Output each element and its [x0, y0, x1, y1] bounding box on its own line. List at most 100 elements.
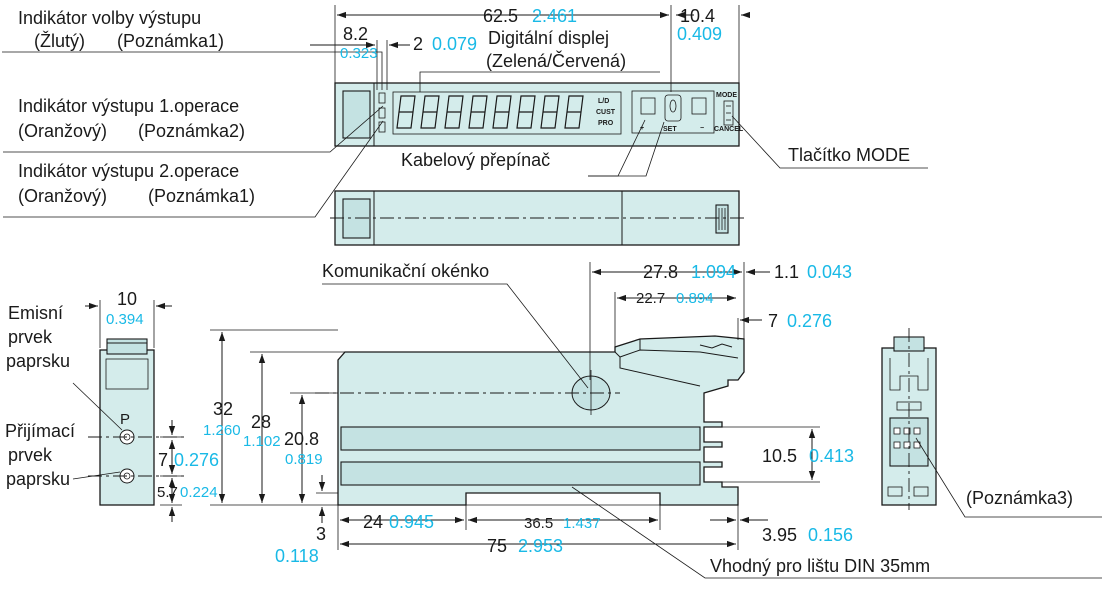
side-groove-lower [340, 461, 701, 486]
dim-32-mm: 32 [213, 399, 233, 419]
cable-switch-knob[interactable] [664, 94, 682, 122]
dim-3-inch: 0.118 [275, 546, 319, 566]
label-receiver-3: paprsku [6, 469, 70, 489]
panel-cust-text: CUST [596, 109, 616, 116]
dim-28-mm: 28 [251, 412, 271, 432]
label-output-select-indicator: Indikátor volby výstupu [18, 8, 201, 28]
dim-75-inch: 2.953 [518, 536, 563, 556]
dimension-values: 62.5 2.461 10.4 0.409 8.2 0.323 2 0.079 … [106, 6, 854, 566]
dim-27_8-inch: 1.094 [691, 262, 736, 282]
callout-labels: Indikátor volby výstupu (Žlutý) (Poznámk… [5, 8, 1073, 576]
display-digit [420, 95, 440, 129]
panel-plus-text: + [640, 125, 644, 132]
dim-10_5-mm: 10.5 [762, 446, 797, 466]
panel-minus-text: − [700, 125, 704, 132]
dim-22_7-mm: 22.7 [636, 290, 665, 307]
dim-10-mm: 10 [117, 289, 137, 309]
side-view [315, 335, 745, 506]
control-panel [631, 90, 715, 134]
output-select-led [378, 92, 386, 104]
label-receiver-1: Přijímací [5, 421, 75, 441]
label-note3: (Poznámka3) [966, 488, 1073, 508]
label-emitter-3: paprsku [6, 351, 70, 371]
dim-5_7-inch: 0.224 [180, 484, 218, 501]
dim-62_5-mm: 62.5 [483, 6, 518, 26]
left-end-view: P [88, 338, 185, 506]
label-cable-switch: Kabelový přepínač [401, 150, 550, 170]
dim-22_7-inch: 0.894 [676, 290, 714, 307]
dimension-lines [85, 11, 816, 548]
dim-7-inch: 0.276 [174, 450, 219, 470]
panel-mode-text: MODE [716, 92, 737, 99]
front-view: L/D CUST PRO + SET − MODE CANCEL [334, 82, 744, 147]
front-view-body [334, 82, 740, 147]
label-note1-b: (Poznámka1) [148, 186, 255, 206]
label-note2: (Poznámka2) [138, 121, 245, 141]
dim-7a-inch: 0.276 [787, 311, 832, 331]
mode-button[interactable] [723, 100, 734, 126]
dim-28-inch: 1.102 [243, 433, 281, 450]
display-digit [516, 95, 536, 129]
dim-36_5-inch: 1.437 [563, 515, 601, 532]
label-output-select-color: (Žlutý) [34, 31, 85, 51]
dim-7-mm: 7 [158, 450, 168, 470]
dim-7a-mm: 7 [768, 311, 778, 331]
dim-20_8-mm: 20.8 [284, 429, 319, 449]
panel-cancel-text: CANCEL [714, 126, 744, 133]
label-comm-window: Komunikační okénko [322, 261, 489, 281]
rear-left-tab [342, 198, 371, 239]
cable-switch-slot [669, 99, 677, 113]
dim-32-inch: 1.260 [203, 422, 241, 439]
label-output2-indicator: Indikátor výstupu 2.operace [18, 161, 239, 181]
left-end-top-cap [106, 338, 148, 355]
dim-2-mm: 2 [413, 34, 423, 54]
minus-key[interactable] [640, 97, 656, 115]
digital-display-window [392, 91, 622, 135]
emitter-mark: P [120, 411, 130, 428]
dim-10-inch: 0.394 [106, 311, 144, 328]
plus-key[interactable] [691, 97, 707, 115]
label-digital-display: Digitální displej [488, 28, 609, 48]
panel-pro-text: PRO [598, 120, 614, 127]
rear-view [330, 190, 748, 246]
dim-10_4-inch: 0.409 [677, 24, 722, 44]
right-end-foot-left [887, 486, 903, 497]
dim-27_8-mm: 27.8 [643, 262, 678, 282]
dim-3-mm: 3 [316, 524, 326, 544]
dim-1_1-mm: 1.1 [774, 262, 799, 282]
display-digit [396, 95, 416, 129]
display-digit [540, 95, 560, 129]
dim-3_95-mm: 3.95 [762, 525, 797, 545]
dim-1_1-inch: 0.043 [807, 262, 852, 282]
seven-segment-digits [396, 95, 584, 129]
dim-8_2-mm: 8.2 [343, 24, 368, 44]
right-end-foot-right [913, 486, 929, 497]
dim-36_5-mm: 36.5 [524, 515, 553, 532]
label-digital-display-color: (Zelená/Červená) [486, 50, 626, 71]
dim-10_4-mm: 10.4 [680, 6, 715, 26]
dim-3_95-inch: 0.156 [808, 525, 853, 545]
label-emitter-1: Emisní [8, 303, 63, 323]
dim-24-inch: 0.945 [389, 512, 434, 532]
label-output2-color: (Oranžový) [18, 186, 107, 206]
dim-24-mm: 24 [363, 512, 383, 532]
label-mode-button: Tlačítko MODE [788, 145, 910, 165]
label-note1-a: (Poznámka1) [117, 31, 224, 51]
dim-20_8-inch: 0.819 [285, 451, 323, 468]
display-digit [468, 95, 488, 129]
dim-8_2-inch: 0.323 [340, 45, 378, 62]
dim-75-mm: 75 [487, 536, 507, 556]
side-groove-upper [340, 426, 701, 451]
dim-5_7-mm: 5.7 [157, 484, 178, 501]
dim-62_5-inch: 2.461 [532, 6, 577, 26]
dim-10_5-inch: 0.413 [809, 446, 854, 466]
dim-2-inch: 0.079 [432, 34, 477, 54]
label-emitter-2: prvek [8, 327, 53, 347]
display-digit [492, 95, 512, 129]
label-output1-indicator: Indikátor výstupu 1.operace [18, 96, 239, 116]
display-digit [564, 95, 584, 129]
front-left-tab [342, 90, 371, 139]
label-din-rail: Vhodný pro lištu DIN 35mm [710, 556, 930, 576]
panel-ld-text: L/D [598, 98, 609, 105]
